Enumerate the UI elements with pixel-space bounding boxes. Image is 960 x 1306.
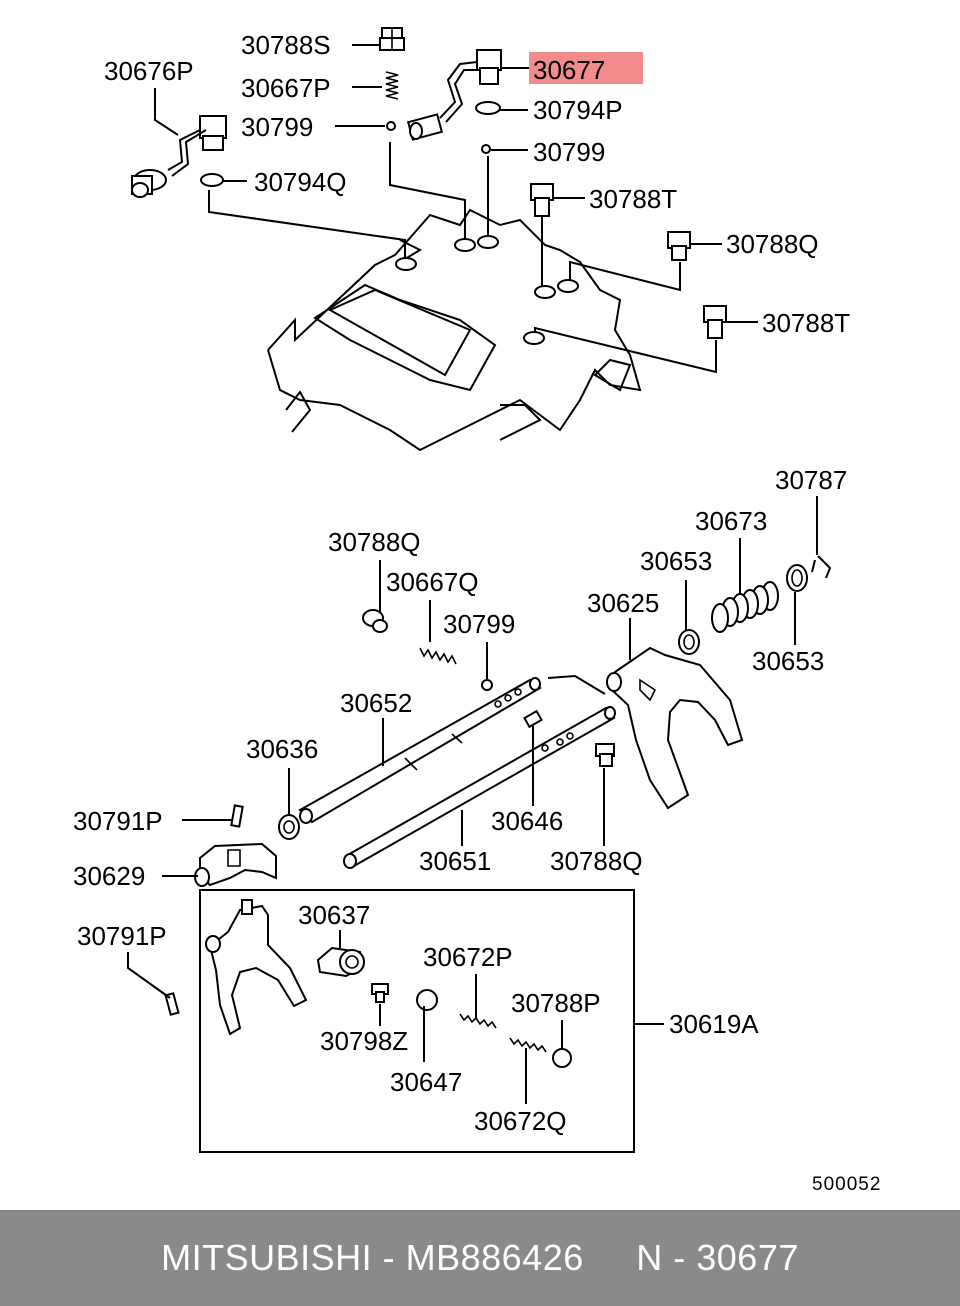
bolt-30788s-drawing <box>379 27 405 51</box>
spring-30673-drawing <box>711 581 779 633</box>
label-30676p: 30676P <box>104 56 194 86</box>
fork-30625-drawing <box>606 646 744 810</box>
diagram-code: 500052 <box>812 1174 881 1195</box>
label-30791p-upper: 30791P <box>73 806 163 836</box>
label-30653-left: 30653 <box>640 546 712 576</box>
label-30788t-lower: 30788T <box>762 308 850 338</box>
label-30798z: 30798Z <box>320 1026 408 1056</box>
label-30788t-upper: 30788T <box>589 184 677 214</box>
label-30653-right: 30653 <box>752 646 824 676</box>
label-30667q: 30667Q <box>386 567 479 597</box>
label-30673: 30673 <box>695 506 767 536</box>
label-30646: 30646 <box>491 806 563 836</box>
bolt-30788t-1-drawing <box>530 183 554 217</box>
transmission-case-drawing <box>267 208 642 452</box>
fork-30619a-drawing <box>205 899 308 1036</box>
part-info-footer: MITSUBISHI - MB886426 N - 30677 <box>0 1210 960 1306</box>
label-30629: 30629 <box>73 861 145 891</box>
label-30637: 30637 <box>298 900 370 930</box>
label-30672p: 30672P <box>423 942 513 972</box>
label-30788s: 30788S <box>241 30 331 60</box>
bolt-30788q-1-drawing <box>667 231 691 261</box>
bolt-30788t-2-drawing <box>703 305 727 339</box>
label-30788p: 30788P <box>511 988 601 1018</box>
parts-diagram: 30788S 30676P 30667P 30799 30677 30794P … <box>73 27 881 1195</box>
label-30667p: 30667P <box>241 73 331 103</box>
label-30652: 30652 <box>340 688 412 718</box>
label-30799-mid: 30799 <box>443 609 515 639</box>
label-30794q: 30794Q <box>254 167 347 197</box>
label-30794p: 30794P <box>533 95 623 125</box>
label-30677-selected: 30677 <box>533 55 605 85</box>
label-30647: 30647 <box>390 1067 462 1097</box>
label-30636: 30636 <box>246 734 318 764</box>
label-30799-right: 30799 <box>533 137 605 167</box>
label-30799-top: 30799 <box>241 112 313 142</box>
rod-30652-drawing <box>298 677 542 824</box>
block-30629-drawing <box>194 842 277 887</box>
bolt-30788q-3-drawing <box>595 743 615 767</box>
label-30788q-mid: 30788Q <box>328 527 421 557</box>
label-30787: 30787 <box>775 465 847 495</box>
plug-30788q-2-drawing <box>362 609 388 633</box>
rod-30651-drawing <box>343 706 616 869</box>
highlight-box <box>529 52 643 84</box>
label-30788q-upper: 30788Q <box>726 229 819 259</box>
label-30625: 30625 <box>587 588 659 618</box>
label-30651: 30651 <box>419 846 491 876</box>
switch-30677-drawing <box>406 49 502 141</box>
switch-30676p-drawing <box>131 88 227 198</box>
label-30791p-lower: 30791P <box>77 921 167 951</box>
label-30619a: 30619A <box>669 1009 759 1039</box>
cup-30637-drawing <box>316 946 365 978</box>
label-30788q-lower: 30788Q <box>550 846 643 876</box>
spring-30667p-drawing <box>385 71 399 100</box>
label-30672q: 30672Q <box>474 1106 567 1136</box>
